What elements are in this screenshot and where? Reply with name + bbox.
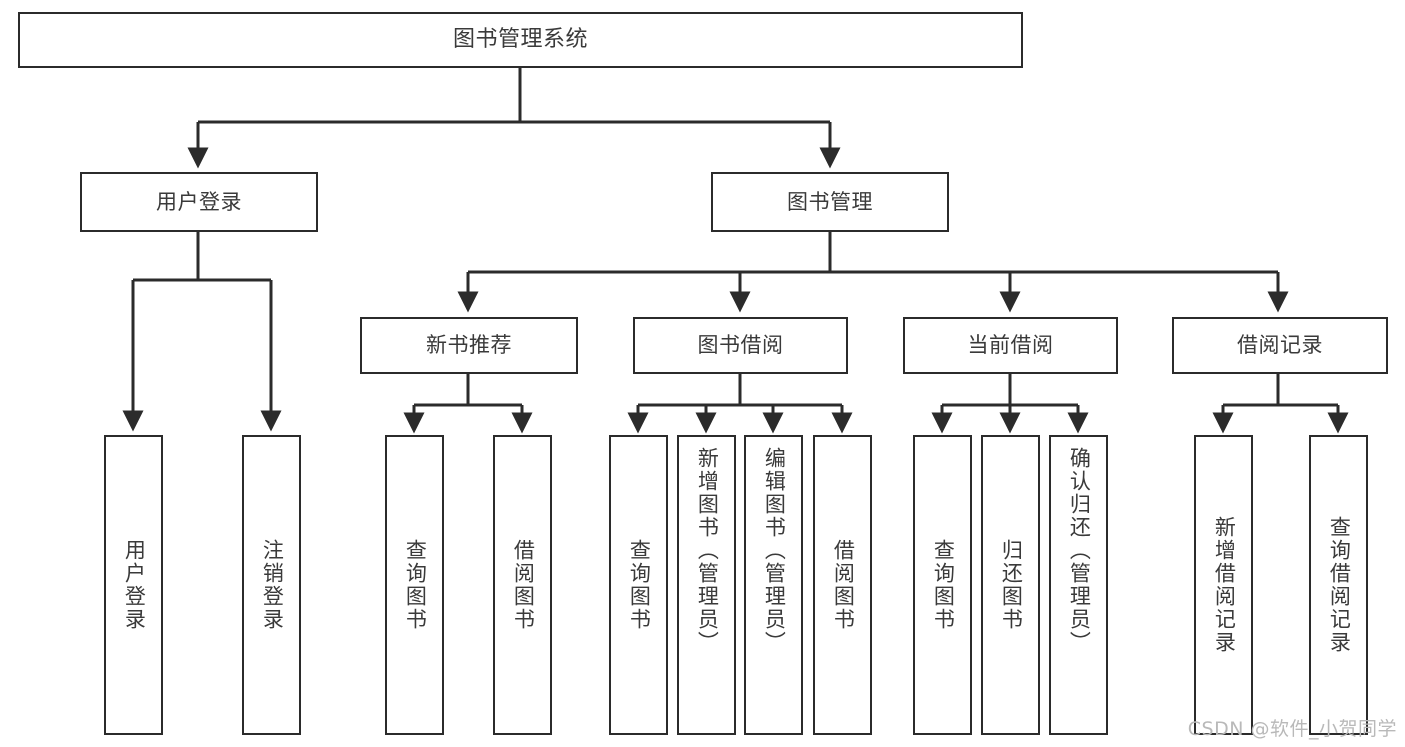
- node-label: 借阅记录: [1237, 333, 1323, 358]
- leaf-user-login-login[interactable]: 用户登录: [104, 435, 163, 735]
- node-new-book-recommend[interactable]: 新书推荐: [360, 317, 578, 374]
- leaf-book-borrow-query-book[interactable]: 查询图书: [609, 435, 668, 735]
- leaf-new-book-borrow-book[interactable]: 借阅图书: [493, 435, 552, 735]
- node-label: 注销登录: [260, 539, 285, 631]
- node-label: 借阅图书: [511, 539, 536, 631]
- leaf-user-login-logout[interactable]: 注销登录: [242, 435, 301, 735]
- node-label: 图书管理: [787, 189, 873, 214]
- node-label: 用户登录: [122, 539, 147, 631]
- node-label: 新增图书（管理员）: [695, 447, 720, 654]
- leaf-current-borrow-query-book[interactable]: 查询图书: [913, 435, 972, 735]
- node-borrow-records[interactable]: 借阅记录: [1172, 317, 1388, 374]
- node-label: 归还图书: [999, 539, 1024, 631]
- leaf-current-borrow-confirm-return-admin[interactable]: 确认归还（管理员）: [1049, 435, 1108, 735]
- node-label: 图书借阅: [697, 333, 784, 358]
- node-label: 当前借阅: [967, 333, 1054, 358]
- leaf-book-borrow-edit-book-admin[interactable]: 编辑图书（管理员）: [744, 435, 803, 735]
- node-label: 编辑图书（管理员）: [762, 447, 787, 654]
- leaf-book-borrow-add-book-admin[interactable]: 新增图书（管理员）: [677, 435, 736, 735]
- node-label: 查询图书: [627, 539, 652, 631]
- watermark: CSDN @软件_小贺同学: [1187, 718, 1397, 740]
- leaf-borrow-records-add-record[interactable]: 新增借阅记录: [1194, 435, 1253, 735]
- leaf-new-book-query-book[interactable]: 查询图书: [385, 435, 444, 735]
- node-book-management[interactable]: 图书管理: [711, 172, 949, 232]
- node-label: 借阅图书: [831, 539, 856, 631]
- node-label: 查询图书: [931, 539, 956, 631]
- node-label: 用户登录: [156, 189, 242, 214]
- node-book-borrow[interactable]: 图书借阅: [633, 317, 848, 374]
- leaf-current-borrow-return-book[interactable]: 归还图书: [981, 435, 1040, 735]
- node-label: 查询图书: [403, 539, 428, 631]
- leaf-borrow-records-query-record[interactable]: 查询借阅记录: [1309, 435, 1368, 735]
- node-label: 新增借阅记录: [1212, 516, 1237, 654]
- node-label: 确认归还（管理员）: [1067, 447, 1092, 654]
- node-current-borrow[interactable]: 当前借阅: [903, 317, 1118, 374]
- node-root-book-management-system[interactable]: 图书管理系统: [18, 12, 1023, 68]
- node-label: 图书管理系统: [452, 27, 588, 53]
- leaf-book-borrow-borrow-book[interactable]: 借阅图书: [813, 435, 872, 735]
- node-label: 查询借阅记录: [1327, 516, 1352, 654]
- node-label: 新书推荐: [426, 333, 512, 358]
- node-user-login[interactable]: 用户登录: [80, 172, 318, 232]
